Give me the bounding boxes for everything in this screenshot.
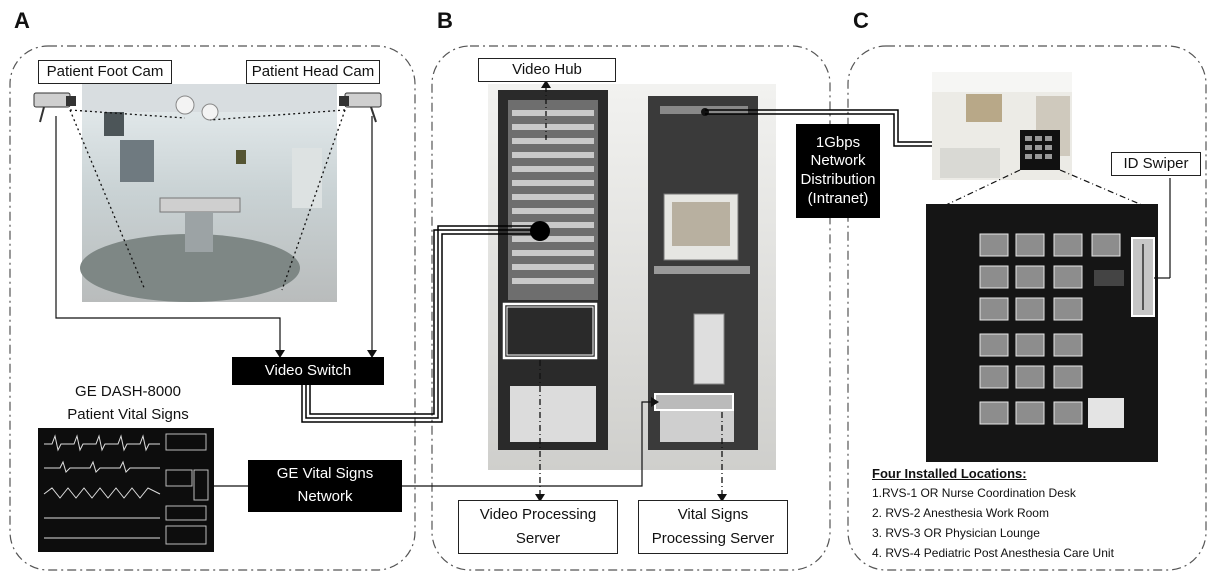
camera-view-lines	[69, 109, 346, 291]
server-room-photo	[488, 84, 776, 470]
video-hub-box: Video Hub	[478, 58, 616, 82]
panel-c-label: C	[853, 8, 869, 33]
location-item-1: 1.RVS-1 OR Nurse Coordination Desk	[872, 486, 1076, 500]
network-line4: (Intranet)	[807, 189, 869, 207]
vital-network-line	[402, 401, 655, 487]
video-cable	[301, 225, 540, 423]
location-item-4: 4. RVS-4 Pediatric Post Anesthesia Care …	[872, 546, 1114, 560]
network-distribution-box: 1Gbps Network Distribution (Intranet)	[796, 124, 880, 218]
foot-cam-label: Patient Foot Cam	[38, 60, 172, 84]
vital-network-line2: Network	[297, 488, 353, 505]
network-line1: 1Gbps	[815, 133, 861, 151]
monitor-title: GE DASH-8000 Patient Vital Signs	[50, 383, 206, 425]
location-item-3: 3. RVS-3 OR Physician Lounge	[872, 526, 1040, 540]
monitor-title-line1: GE DASH-8000	[75, 383, 181, 400]
head-cam-label: Patient Head Cam	[246, 60, 380, 84]
panel-a-border	[9, 45, 416, 571]
video-processing-server-box: Video Processing Server	[458, 500, 618, 554]
vital-signs-network-box: GE Vital Signs Network	[248, 460, 402, 512]
vital-server-line2: Processing Server	[651, 530, 775, 547]
monitor-title-line2: Patient Vital Signs	[67, 405, 189, 423]
head-camera-icon	[339, 92, 382, 123]
panel-a-label: A	[14, 8, 30, 33]
network-line3: Distribution	[800, 171, 876, 188]
vital-signs-monitor	[38, 428, 214, 552]
vital-signs-processing-server-box: Vital Signs Processing Server	[638, 500, 788, 554]
video-server-line2: Server	[515, 530, 561, 547]
vital-network-line1: GE Vital Signs	[276, 465, 374, 483]
id-swiper-label: ID Swiper	[1111, 152, 1201, 176]
display-room-photo	[932, 72, 1072, 180]
network-line2: Network	[810, 152, 866, 170]
panel-b-label: B	[437, 8, 453, 33]
remote-video-display	[926, 204, 1158, 462]
vital-server-line1: Vital Signs	[677, 506, 749, 523]
panel-b-border	[431, 45, 831, 571]
video-server-line1: Video Processing	[479, 506, 597, 523]
vital-device-highlight	[654, 393, 734, 411]
operating-room-photo	[80, 84, 337, 302]
locations-title: Four Installed Locations:	[872, 466, 1027, 481]
video-capture-highlight	[502, 302, 598, 360]
panel-c-border	[847, 45, 1207, 571]
video-switch-box: Video Switch	[232, 357, 384, 385]
location-item-2: 2. RVS-2 Anesthesia Work Room	[872, 506, 1049, 520]
camera-to-switch-lines	[55, 116, 373, 352]
foot-camera-icon	[33, 92, 76, 123]
hub-node-dot	[530, 221, 550, 241]
